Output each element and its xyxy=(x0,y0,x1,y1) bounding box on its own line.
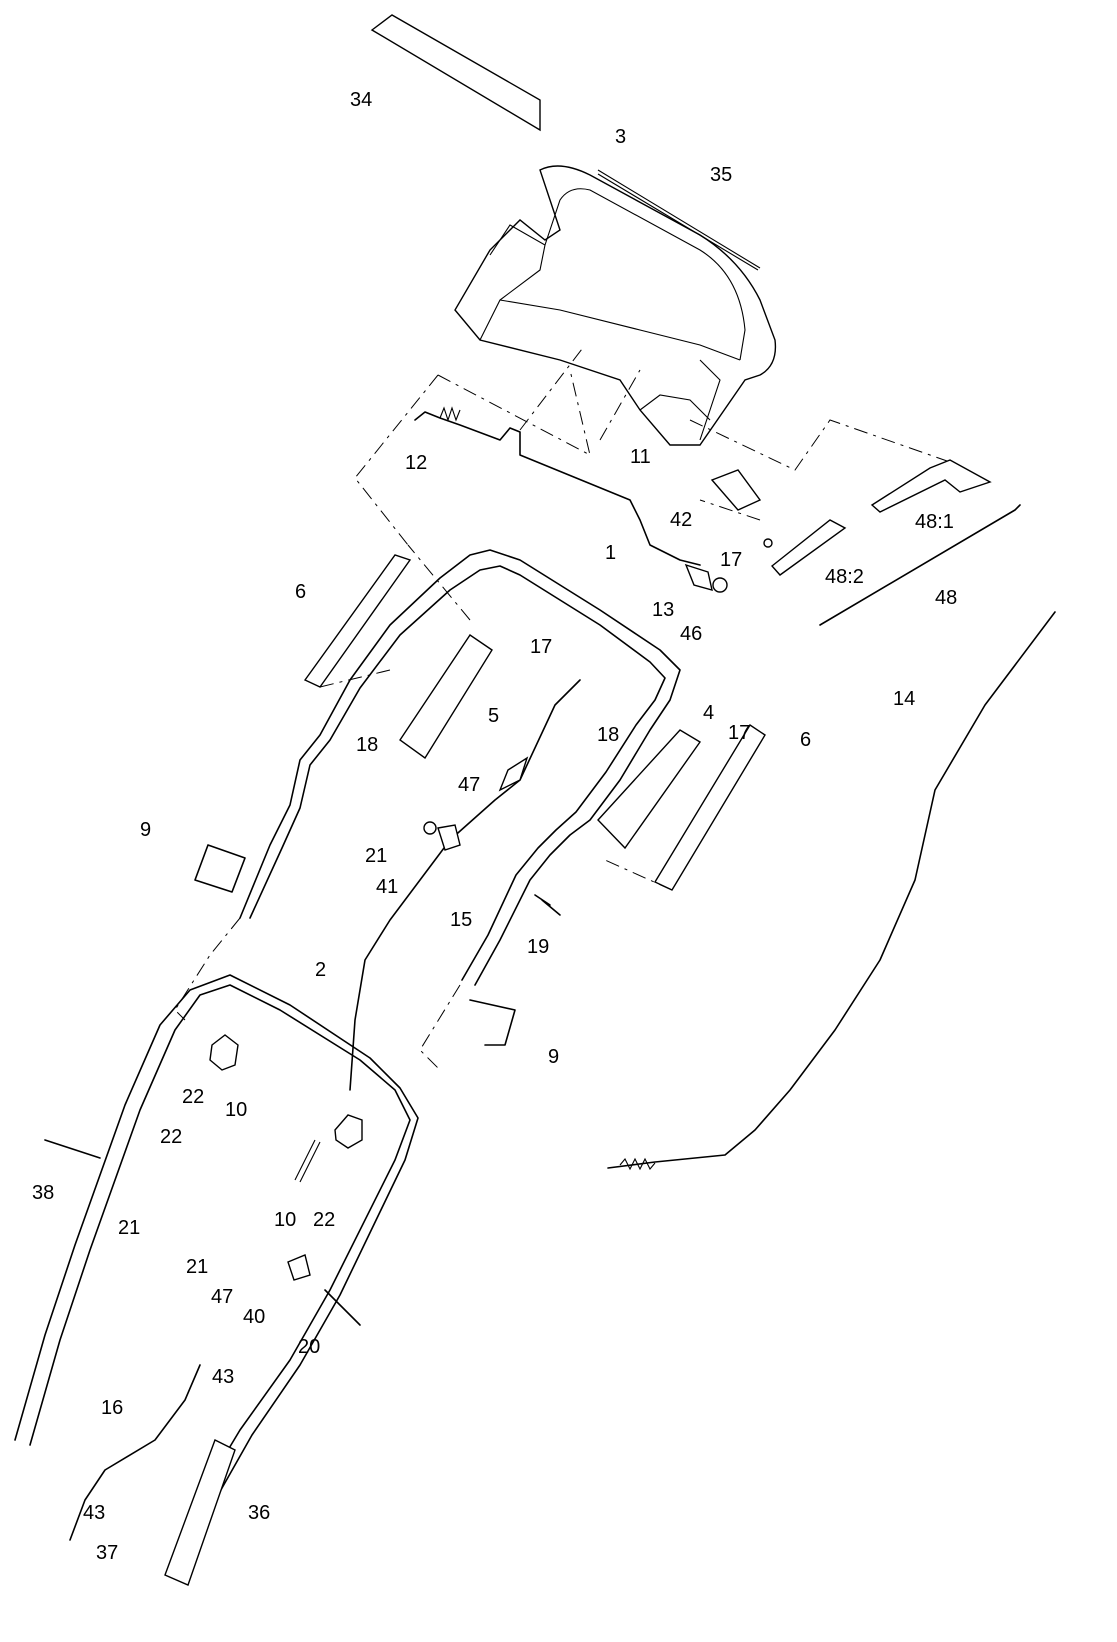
callout-34: 34 xyxy=(350,89,373,111)
callout-3: 3 xyxy=(615,126,627,148)
part-4-bracket xyxy=(597,729,702,850)
callout-22-a: 22 xyxy=(182,1086,205,1108)
part-20-bolt xyxy=(324,1289,361,1326)
part-42-bracket xyxy=(710,469,762,511)
part-35-strip xyxy=(597,169,761,271)
callout-22-b: 22 xyxy=(160,1126,183,1148)
part-48-kit xyxy=(770,459,1021,626)
callout-17-b: 17 xyxy=(530,636,553,658)
callout-47-b: 47 xyxy=(211,1286,234,1308)
part-5-bracket xyxy=(399,634,493,760)
callout-1: 1 xyxy=(605,542,617,564)
callout-9-b: 9 xyxy=(548,1046,560,1068)
part-6-sleeves xyxy=(303,554,766,891)
part-14-cable xyxy=(607,611,1056,1169)
callout-9-a: 9 xyxy=(140,819,152,841)
part-1-upper-handle xyxy=(174,549,681,1071)
callout-41: 41 xyxy=(376,876,399,898)
callout-20: 20 xyxy=(298,1336,321,1358)
callout-37: 37 xyxy=(96,1542,119,1564)
callout-38: 38 xyxy=(32,1182,55,1204)
callout-15: 15 xyxy=(450,909,473,931)
callout-22-c: 22 xyxy=(313,1209,336,1231)
callout-48-1: 48:1 xyxy=(915,511,954,533)
part-14-spring xyxy=(619,1157,656,1171)
callout-19: 19 xyxy=(527,936,550,958)
callout-10-a: 10 xyxy=(225,1099,248,1121)
callout-42: 42 xyxy=(670,509,693,531)
callout-36: 36 xyxy=(248,1502,271,1524)
part-9-clip-left xyxy=(194,844,246,893)
callout-18-a: 18 xyxy=(356,734,379,756)
callout-12: 12 xyxy=(405,452,428,474)
callout-4: 4 xyxy=(703,702,715,724)
callout-11: 11 xyxy=(630,446,651,468)
callout-6-a: 6 xyxy=(295,581,307,603)
callout-17-a: 17 xyxy=(720,549,743,571)
callout-48: 48 xyxy=(935,587,958,609)
callout-21-c: 21 xyxy=(186,1256,209,1278)
part-34-decal xyxy=(370,14,541,132)
part-2-lower-handle xyxy=(14,974,419,1586)
callout-46: 46 xyxy=(680,623,703,645)
callout-2: 2 xyxy=(315,959,327,981)
callout-47-a: 47 xyxy=(458,774,481,796)
callout-40: 40 xyxy=(243,1306,266,1328)
callout-6-b: 6 xyxy=(800,729,812,751)
part-17-screw xyxy=(763,538,773,548)
callout-21-b: 21 xyxy=(118,1217,141,1239)
callout-35: 35 xyxy=(710,164,733,186)
callout-5: 5 xyxy=(488,705,500,727)
part-15-cable xyxy=(349,679,581,1091)
callout-18-b: 18 xyxy=(597,724,620,746)
part-10-knobs xyxy=(209,1034,363,1183)
callout-10-b: 10 xyxy=(274,1209,297,1231)
part-16-cable xyxy=(69,1364,201,1541)
callout-21-a: 21 xyxy=(365,845,388,867)
callout-14: 14 xyxy=(893,688,916,710)
part-11-control-rod xyxy=(414,406,728,593)
part-38-pin xyxy=(44,1139,101,1159)
assembly-lines-top xyxy=(354,344,951,621)
callout-43-b: 43 xyxy=(83,1502,106,1524)
part-9-clip-right xyxy=(469,999,516,1046)
part-3-handle-grip xyxy=(454,165,777,446)
callout-48-2: 48:2 xyxy=(825,566,864,588)
callout-43-a: 43 xyxy=(212,1366,235,1388)
callout-17-c: 17 xyxy=(728,722,751,744)
part-19-bolt xyxy=(534,894,561,916)
part-40-block xyxy=(287,1254,311,1281)
callout-13: 13 xyxy=(652,599,675,621)
callout-16: 16 xyxy=(101,1397,124,1419)
